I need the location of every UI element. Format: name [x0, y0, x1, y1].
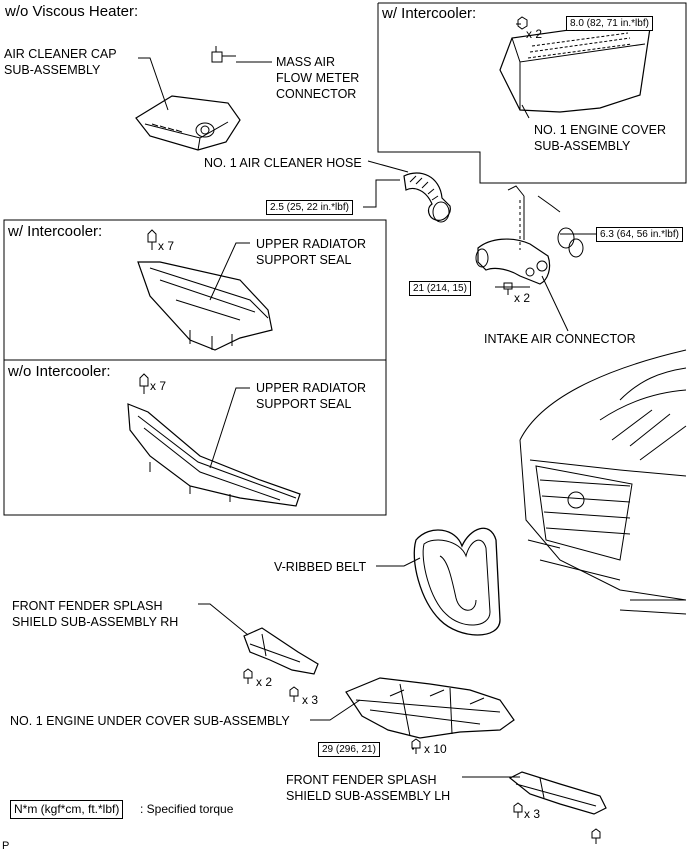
- label-fender-shield-rh: FRONT FENDER SPLASH SHIELD SUB-ASSEMBLY …: [12, 599, 179, 629]
- label-air-cleaner-cap: AIR CLEANER CAP SUB-ASSEMBLY: [4, 47, 117, 77]
- heading-intercooler-panel: w/ Intercooler:: [8, 223, 103, 240]
- intercooler-cover-frame: [377, 2, 687, 184]
- heading-intercooler-cover: w/ Intercooler:: [382, 5, 477, 22]
- count-rh-screws: x 3: [302, 693, 319, 707]
- label-v-ribbed-belt: V-RIBBED BELT: [274, 560, 367, 574]
- label-upper-seal-intercooler: UPPER RADIATOR SUPPORT SEAL: [256, 237, 366, 267]
- label-fender-shield-lh: FRONT FENDER SPLASH SHIELD SUB-ASSEMBLY …: [286, 773, 451, 803]
- heading-viscous-heater: w/o Viscous Heater:: [5, 3, 139, 20]
- torque-intake: 21 (214, 15): [409, 281, 471, 296]
- torque-hose: 2.5 (25, 22 in.*lbf): [266, 200, 353, 215]
- torque-cover: 8.0 (82, 71 in.*lbf): [566, 16, 653, 31]
- label-maf-connector: MASS AIR FLOW METER CONNECTOR: [276, 55, 360, 101]
- count-cover-bolts: x 2: [526, 27, 543, 41]
- count-seal1-clips: x 7: [158, 239, 175, 253]
- legend-torque-units: N*m (kgf*cm, ft.*lbf): [10, 800, 124, 819]
- label-engine-cover: NO. 1 ENGINE COVER SUB-ASSEMBLY: [534, 123, 666, 153]
- count-seal2-clips: x 7: [150, 379, 167, 393]
- label-upper-seal-no-intercooler: UPPER RADIATOR SUPPORT SEAL: [256, 381, 366, 411]
- count-lh-screws: x 3: [524, 807, 541, 821]
- label-air-cleaner-hose: NO. 1 AIR CLEANER HOSE: [204, 156, 362, 170]
- heading-no-intercooler-panel: w/o Intercooler:: [8, 363, 111, 380]
- label-engine-under-cover: NO. 1 ENGINE UNDER COVER SUB-ASSEMBLY: [10, 714, 290, 728]
- count-rh-clips: x 2: [256, 675, 273, 689]
- legend-description: : Specified torque: [140, 802, 234, 816]
- label-intake-air-connector: INTAKE AIR CONNECTOR: [484, 332, 636, 346]
- no-intercooler-panel-frame: [3, 359, 387, 516]
- torque-under-cover: 29 (296, 21): [318, 742, 380, 757]
- count-under-bolts: x 10: [424, 742, 447, 756]
- count-intake-bolts: x 2: [514, 291, 531, 305]
- torque-clamp: 6.3 (64, 56 in.*lbf): [596, 227, 683, 242]
- page-marker: P: [2, 840, 10, 852]
